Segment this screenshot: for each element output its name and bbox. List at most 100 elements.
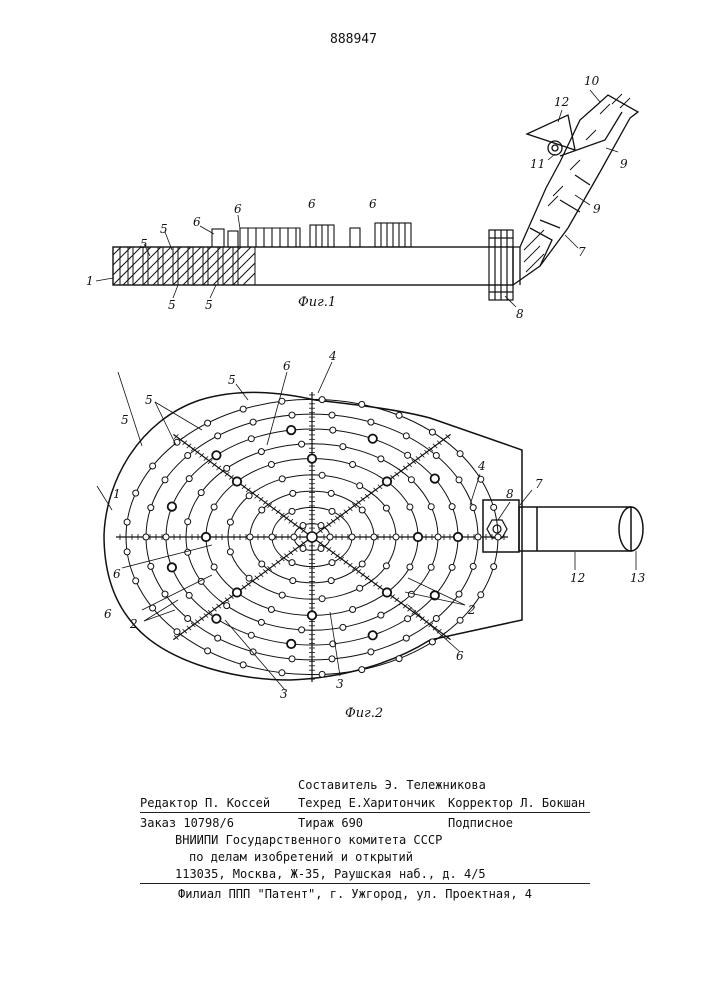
fig2-label-3b: 3 xyxy=(336,677,344,691)
fig2-bead xyxy=(246,493,252,499)
fig2-ring xyxy=(146,414,478,660)
fig2-bead xyxy=(449,564,455,570)
fig1-label-6c: 6 xyxy=(308,197,316,211)
fig2-spoke-tick xyxy=(217,604,221,608)
fig2-bead xyxy=(371,534,377,540)
fig2-spoke-tick xyxy=(200,453,204,457)
fig2-spoke-tick xyxy=(352,504,356,508)
fig2-bead xyxy=(340,624,346,630)
fig2-bead xyxy=(185,549,191,555)
imprint-techred: Техред Е.Харитончик xyxy=(298,796,435,810)
fig2-label-7: 7 xyxy=(535,477,543,491)
fig2-spoke-tick xyxy=(408,463,412,467)
fig2-spoke-tick xyxy=(424,450,428,454)
fig2-label-6d: 6 xyxy=(456,649,464,663)
fig2-spoke-tick xyxy=(229,475,233,479)
fig2-spoke-tick xyxy=(280,557,284,561)
fig2-spoke-tick xyxy=(348,563,352,567)
fig2-spoke xyxy=(173,537,312,640)
fig2-bead xyxy=(289,656,295,662)
fig2-spoke-tick xyxy=(441,438,445,442)
fig2-spoke-tick xyxy=(195,620,199,624)
fig1-label-11: 11 xyxy=(530,157,545,171)
fig2-bead xyxy=(478,476,484,482)
fig2-bead xyxy=(289,412,295,418)
fig2-label-4b: 4 xyxy=(477,459,486,473)
fig1-label-9a: 9 xyxy=(593,202,601,216)
imprint-org-line-1: ВНИИПИ Государственного комитета СССР xyxy=(175,833,442,847)
fig2-spoke-tick xyxy=(301,541,305,545)
fig2-spoke-tick xyxy=(187,444,191,448)
fig2-spoke-tick xyxy=(238,588,242,592)
fig2-ring xyxy=(272,507,352,566)
fig2-bead xyxy=(308,454,316,462)
fig1-label-7: 7 xyxy=(578,245,586,259)
fig2-bead xyxy=(185,519,191,525)
fig2-bead xyxy=(491,564,497,570)
fig2-bead xyxy=(329,560,335,566)
fig2-spoke-tick xyxy=(195,450,199,454)
fig2-spoke-tick xyxy=(183,629,187,633)
fig2-bead xyxy=(291,534,297,540)
fig2-bead xyxy=(435,534,441,540)
fig2-spoke-tick xyxy=(386,591,390,595)
fig2-bead xyxy=(327,534,333,540)
fig2-bead xyxy=(433,453,439,459)
fig2-spoke-tick xyxy=(424,620,428,624)
fig2-label-6c: 6 xyxy=(104,607,112,621)
fig2-handle xyxy=(519,507,631,551)
fig2-label-3a: 3 xyxy=(280,687,288,701)
fig2-bead xyxy=(246,575,252,581)
fig2-label-6a: 6 xyxy=(283,359,291,373)
fig2-spoke-tick xyxy=(344,560,348,564)
fig2-spoke-tick xyxy=(276,560,280,564)
fig2-spoke-tick xyxy=(208,460,212,464)
fig2-spoke-tick xyxy=(225,472,229,476)
fig2-spoke-tick xyxy=(293,522,297,526)
fig2-bead xyxy=(457,617,463,623)
fig2-bead xyxy=(383,505,389,511)
fig2-spoke-tick xyxy=(378,585,382,589)
figure-1: 1 5 5 5 5 6 6 6 6 7 8 9 9 10 11 12 Фиг.1 xyxy=(0,0,707,330)
fig1-label-1: 1 xyxy=(86,274,94,288)
fig2-bead xyxy=(299,441,305,447)
fig2-spoke-tick xyxy=(204,456,208,460)
fig1-teeth xyxy=(212,223,411,247)
fig2-bead xyxy=(318,546,324,552)
fig2-bead xyxy=(168,563,176,571)
fig2-bead xyxy=(368,649,374,655)
fig2-bead xyxy=(349,534,355,540)
fig2-label-13: 13 xyxy=(630,571,646,585)
fig2-spoke-tick xyxy=(365,494,369,498)
fig2-bead xyxy=(279,670,285,676)
fig2-spoke-tick xyxy=(225,598,229,602)
fig2-bead xyxy=(211,504,217,510)
fig2-spoke-tick xyxy=(272,563,276,567)
fig2-bead xyxy=(248,632,254,638)
fig2-label-5b: 5 xyxy=(145,393,153,407)
fig2-bead xyxy=(428,564,434,570)
fig1-label-5c: 5 xyxy=(168,298,176,312)
fig2-spoke-tick xyxy=(318,541,322,545)
fig2-bead xyxy=(148,563,154,569)
fig2-label-1: 1 xyxy=(113,487,121,501)
fig2-spoke-tick xyxy=(289,519,293,523)
fig2-bead xyxy=(319,671,325,677)
fig2-label-6b: 6 xyxy=(113,567,121,581)
fig2-bead xyxy=(396,656,402,662)
fig2-bead xyxy=(378,456,384,462)
fig2-spoke-tick xyxy=(293,547,297,551)
fig2-bead xyxy=(403,635,409,641)
fig2-spoke-tick xyxy=(369,491,373,495)
fig2-connector xyxy=(483,500,519,552)
fig2-bead xyxy=(224,465,230,471)
fig2-spoke-tick xyxy=(391,595,395,599)
fig2-bead xyxy=(383,588,391,596)
fig2-spoke-tick xyxy=(246,488,250,492)
fig2-bead xyxy=(240,406,246,412)
fig2-spoke-tick xyxy=(433,626,437,630)
fig2-bead xyxy=(330,641,336,647)
fig2-bead xyxy=(328,490,334,496)
fig2-spoke-tick xyxy=(437,629,441,633)
fig2-spoke-tick xyxy=(174,434,178,438)
